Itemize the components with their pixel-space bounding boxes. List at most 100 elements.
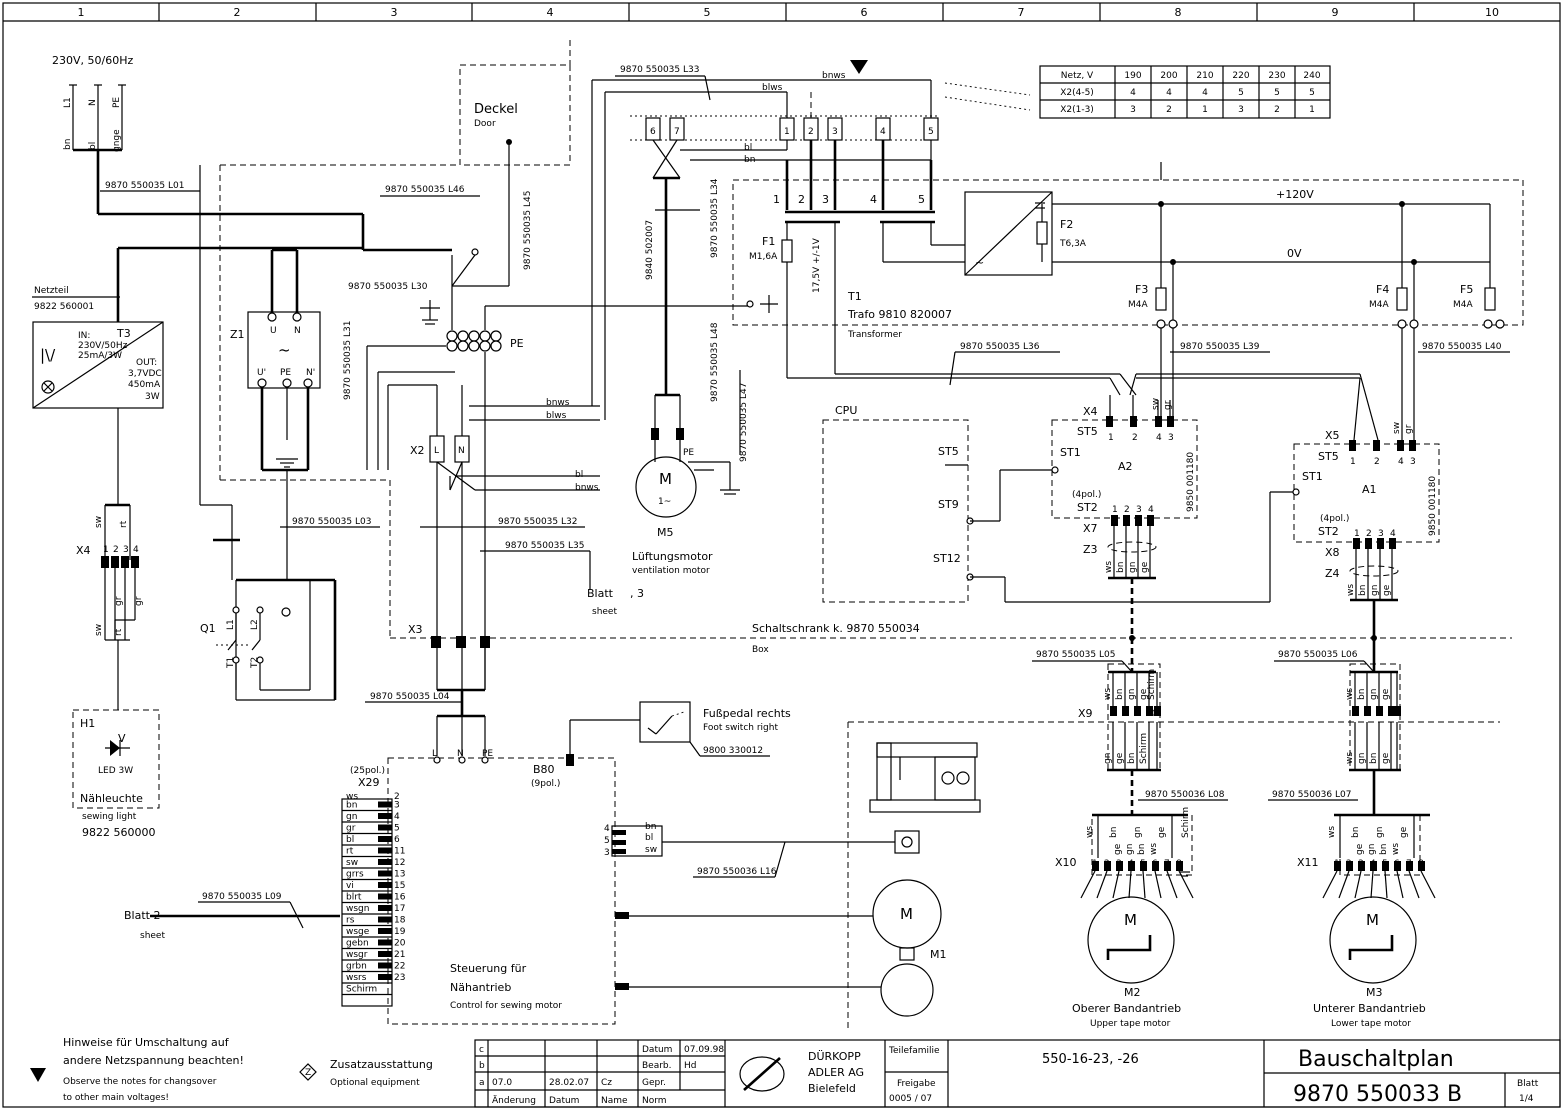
cable-label: 9870 550036 L08 bbox=[1145, 790, 1225, 800]
wire-label: grrs bbox=[346, 870, 364, 880]
wire-label: ws bbox=[1104, 561, 1114, 573]
wire-label: sw bbox=[1392, 422, 1402, 434]
pin-label: 1 bbox=[784, 127, 790, 137]
m5-symbol: M bbox=[659, 470, 672, 488]
table-cell: 4 bbox=[1130, 88, 1136, 98]
h1-sub: sewing light bbox=[82, 812, 137, 822]
wire-label: Schirm bbox=[1147, 669, 1157, 700]
pin-label: 17 bbox=[394, 904, 405, 914]
cable-label: 9870 550035 L06 bbox=[1278, 650, 1358, 660]
m5-ref: M5 bbox=[657, 526, 674, 539]
wire-label: gn bbox=[1375, 827, 1385, 838]
rev-number: 07.0 bbox=[492, 1078, 512, 1088]
grid-col: 10 bbox=[1485, 6, 1499, 19]
wire-label: wsrs bbox=[346, 973, 367, 983]
table-cell: 1 bbox=[1202, 105, 1208, 115]
x11-ref: X11 bbox=[1297, 856, 1319, 869]
h1-v-mark: V bbox=[118, 732, 126, 745]
cpu-port: ST9 bbox=[938, 498, 959, 511]
pin-label: 1 bbox=[103, 545, 109, 555]
wire-label: bnws bbox=[822, 71, 846, 81]
b80-pol: (9pol.) bbox=[531, 779, 560, 789]
cable-label: 9870 550035 L05 bbox=[1036, 650, 1115, 660]
note-line: Hinweise für Umschaltung auf bbox=[63, 1036, 230, 1049]
wire-label: gn bbox=[1369, 689, 1379, 700]
steuerung-sub: Control for sewing motor bbox=[450, 1001, 562, 1011]
wire-label: bn bbox=[1351, 827, 1361, 838]
x29-pol: (25pol.) bbox=[350, 766, 385, 776]
cable-label: 9870 550036 L07 bbox=[1272, 790, 1351, 800]
door-switch: Deckel Door bbox=[451, 40, 571, 287]
psu-out-v: 3,7VDC bbox=[128, 369, 162, 379]
f1-val: M1,6A bbox=[749, 252, 778, 262]
pin-label: 5 bbox=[928, 127, 934, 137]
pin-label: 8 bbox=[1122, 709, 1128, 719]
grid-col: 7 bbox=[1018, 6, 1025, 19]
x3-ref: X3 bbox=[408, 623, 423, 636]
ac-symbol: ~ bbox=[975, 256, 984, 269]
cable-label: 9870 550036 L16 bbox=[697, 867, 777, 877]
wire-label: Schirm bbox=[1181, 807, 1191, 838]
pin-label: 3 bbox=[1410, 457, 1416, 467]
cable-label: 9870 550035 L35 bbox=[505, 541, 584, 551]
a1-st1: ST1 bbox=[1302, 470, 1323, 483]
company-logo bbox=[739, 1056, 785, 1092]
wire-label: bn bbox=[1116, 562, 1126, 573]
m5-phase: 1~ bbox=[658, 497, 671, 507]
grid-col: 5 bbox=[704, 6, 711, 19]
pin-label: 7 bbox=[674, 127, 680, 137]
wire-label: grbn bbox=[346, 962, 367, 972]
m5-pe: PE bbox=[683, 448, 694, 458]
cpu-label: CPU bbox=[835, 404, 857, 417]
wire-label: ws bbox=[1085, 826, 1095, 838]
pin-label: U' bbox=[257, 368, 266, 378]
wire-label: rt bbox=[119, 520, 129, 528]
pin-label: 2 bbox=[808, 127, 814, 137]
t1-volt: 17,5V +/-1V bbox=[812, 237, 822, 293]
pe-terminals bbox=[446, 330, 502, 352]
x9-ref: X9 bbox=[1078, 707, 1093, 720]
door-label: Deckel bbox=[474, 102, 518, 117]
pin-label: 12 bbox=[394, 858, 405, 868]
m1-ref: M1 bbox=[930, 948, 947, 961]
lamp-icon bbox=[41, 380, 55, 394]
power-supply-t3: Netzteil 9822 560001 T3 IN: 230V/50Hz 25… bbox=[32, 246, 363, 505]
pin-label: 3 bbox=[394, 801, 400, 811]
pin-label: 3 bbox=[832, 127, 838, 137]
mains-supply: 230V, 50/60Hz L1 N PE bn bl gnge 9870 55… bbox=[52, 54, 365, 250]
cpu-port: ST5 bbox=[938, 445, 959, 458]
a2-st5: ST5 bbox=[1077, 425, 1098, 438]
sewing-machine-icon bbox=[869, 742, 981, 813]
a1-z4: Z4 bbox=[1325, 567, 1340, 580]
cable-label: 9870 550035 L30 bbox=[348, 282, 428, 292]
pin-label: 3 bbox=[1136, 505, 1142, 515]
cable-label: 9870 550035 L36 bbox=[960, 342, 1040, 352]
table-cell: 5 bbox=[1309, 88, 1315, 98]
pin-label: PE bbox=[482, 749, 493, 759]
pin-label: 16 bbox=[394, 893, 406, 903]
box-sub: Box bbox=[752, 645, 769, 655]
a2-x4: X4 bbox=[1083, 405, 1098, 418]
transformer-t1: 1 2 3 4 5 F1 M1,6A 17,5V +/-1V T1 Trafo … bbox=[732, 140, 1524, 441]
f3-ref: F3 bbox=[1135, 283, 1148, 296]
sewing-light-h1: H1 V LED 3W Nähleuchte sewing light 9822… bbox=[72, 709, 160, 839]
optional-marker-icon bbox=[299, 1063, 317, 1081]
pin-label: 3 bbox=[1168, 433, 1174, 443]
a1-st5: ST5 bbox=[1318, 450, 1339, 463]
field-value: 0005 / 07 bbox=[889, 1094, 932, 1104]
cable-label: 9870 550035 L46 bbox=[385, 185, 465, 195]
pe-label: PE bbox=[510, 337, 524, 350]
wire-label: sw bbox=[346, 858, 358, 868]
wire-label: ws bbox=[1345, 752, 1355, 764]
voltage-note-marker bbox=[30, 1068, 46, 1082]
pin-label: 19 bbox=[394, 927, 406, 937]
x10-ref: X10 bbox=[1055, 856, 1077, 869]
table-cell: 230 bbox=[1268, 71, 1285, 81]
m1-symbol: M bbox=[900, 905, 913, 923]
wire-label: wsge bbox=[346, 927, 370, 937]
b80-ref: B80 bbox=[533, 763, 555, 776]
m2-title: Oberer Bandantrieb bbox=[1072, 1002, 1181, 1015]
a1-ref: A1 bbox=[1362, 483, 1377, 496]
